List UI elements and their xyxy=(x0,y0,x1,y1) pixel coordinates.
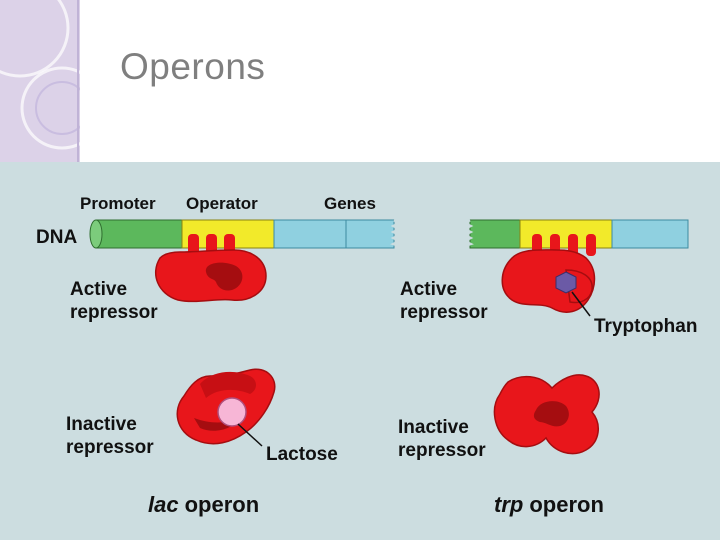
tryptophan-molecule xyxy=(555,271,577,294)
dna-label: DNA xyxy=(36,227,77,248)
genes-segment xyxy=(273,219,395,249)
genes-label: Genes xyxy=(324,194,376,213)
lac-caption-rest: operon xyxy=(185,492,260,517)
trp-inactive-label-2: repressor xyxy=(398,440,486,461)
trp-inactive-repressor xyxy=(493,374,600,455)
lac-inactive-label-2: repressor xyxy=(66,437,154,458)
trp-inactive-label-1: Inactive xyxy=(398,417,469,438)
lac-dna xyxy=(89,218,404,249)
lac-inactive-repressor xyxy=(176,368,276,447)
lactose-label: Lactose xyxy=(266,444,338,465)
lac-caption-italic: lac xyxy=(148,492,179,517)
trp-promoter-segment xyxy=(469,219,521,249)
lac-active-repressor xyxy=(155,234,267,303)
slide-title: Operons xyxy=(120,46,266,87)
lac-inactive-label-1: Inactive xyxy=(66,414,137,435)
corner-decoration xyxy=(0,0,80,162)
trp-caption-italic: trp xyxy=(494,492,523,517)
trp-active-label-2: repressor xyxy=(400,302,488,323)
trp-caption-rest: operon xyxy=(529,492,604,517)
tryptophan-label: Tryptophan xyxy=(594,316,697,337)
trp-active-repressor xyxy=(501,234,596,317)
lactose-molecule xyxy=(217,397,247,427)
promoter-label: Promoter xyxy=(80,194,156,213)
promoter-segment xyxy=(95,219,183,249)
trp-genes-segment xyxy=(611,219,689,249)
operon-diagram: Promoter Operator Genes DNA Active repre… xyxy=(0,162,720,540)
trp-active-label-1: Active xyxy=(400,279,457,300)
operator-label: Operator xyxy=(186,194,258,213)
lac-active-label-1: Active xyxy=(70,279,127,300)
lac-active-label-2: repressor xyxy=(70,302,158,323)
